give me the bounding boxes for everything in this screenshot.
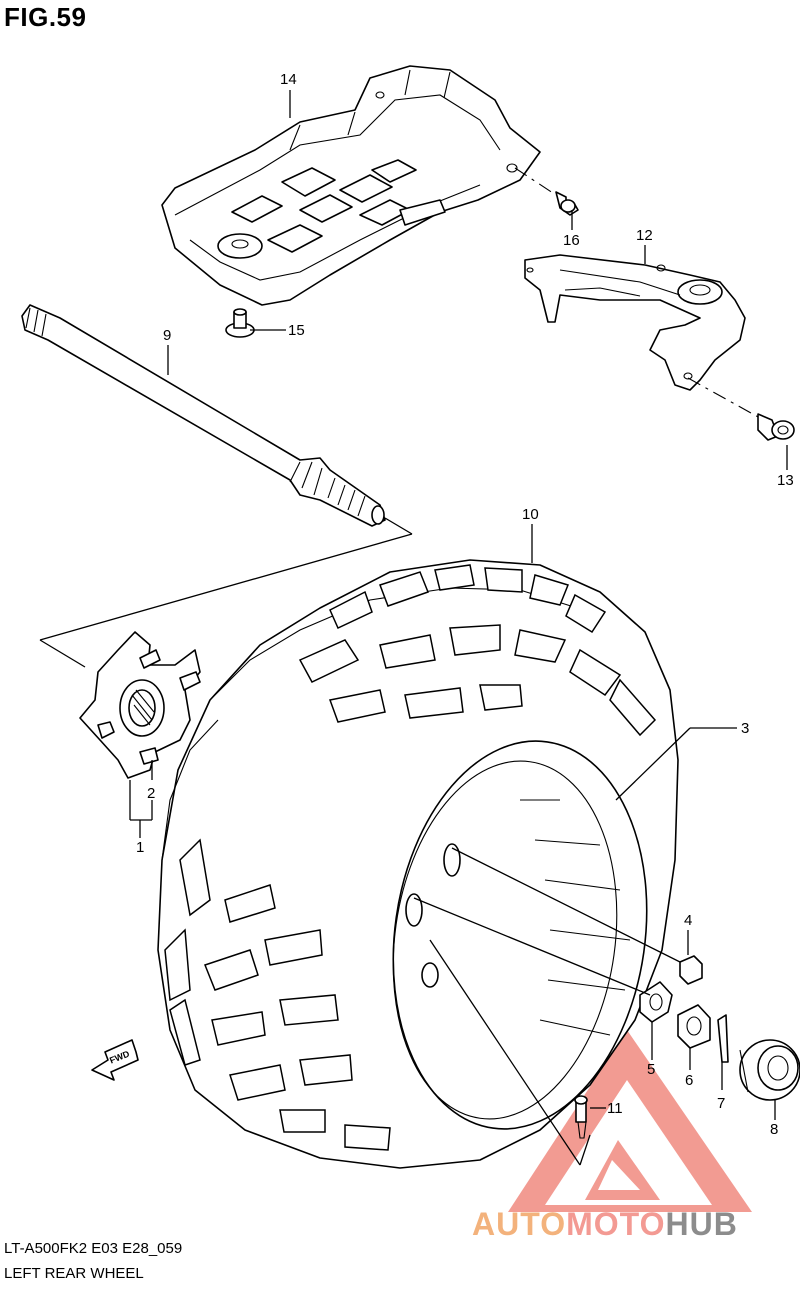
- watermark-text: AUTOMOTOHUB: [472, 1206, 738, 1243]
- model-code: LT-A500FK2 E03 E28_059: [4, 1240, 183, 1257]
- bolt-15-part: [225, 308, 255, 338]
- watermark-hub: HUB: [665, 1206, 738, 1242]
- assembly-name: LEFT REAR WHEEL: [4, 1265, 144, 1282]
- callout-6: 6: [685, 1072, 693, 1089]
- forward-direction-arrow: FWD: [91, 1039, 139, 1081]
- callout-1: 1: [136, 839, 144, 856]
- washer-5-part: [639, 981, 673, 1023]
- callout-4: 4: [684, 912, 692, 929]
- callout-15: 15: [288, 322, 305, 339]
- callout-8: 8: [770, 1121, 778, 1138]
- hub-cap-8-part: [739, 1039, 800, 1101]
- figure-title: FIG.59: [4, 2, 87, 32]
- callout-13: 13: [777, 472, 794, 489]
- callout-numbers: 1 2 3 4 5 6 7 8 9 10 11 12 13 14 15 16: [136, 71, 794, 1138]
- callout-7: 7: [717, 1095, 725, 1112]
- castle-nut-6-part: [677, 1004, 711, 1049]
- wheel-hub-part: [79, 631, 201, 779]
- bolt-16-part: [514, 167, 579, 216]
- wheel-nut-4-part: [679, 955, 703, 985]
- cotter-pin-7-part: [717, 1014, 729, 1063]
- valve-11-part: [574, 1095, 588, 1139]
- watermark-auto: AUTO: [472, 1206, 567, 1242]
- wheel-rim-part: [392, 740, 648, 1130]
- callout-14: 14: [280, 71, 297, 88]
- bolt-13-part: [687, 377, 795, 441]
- bracket-12-part: [524, 254, 746, 391]
- leader-lines: [129, 90, 788, 1166]
- callout-5: 5: [647, 1061, 655, 1078]
- callout-16: 16: [563, 232, 580, 249]
- watermark-logo: [508, 1030, 752, 1212]
- watermark-moto: MOTO: [566, 1206, 666, 1242]
- callout-2: 2: [147, 785, 155, 802]
- callout-9: 9: [163, 327, 171, 344]
- callout-12: 12: [636, 227, 653, 244]
- skid-plate-part: [161, 65, 541, 306]
- callout-3: 3: [741, 720, 749, 737]
- callout-10: 10: [522, 506, 539, 523]
- callout-11: 11: [607, 1100, 623, 1117]
- drive-shaft-part: [21, 304, 413, 668]
